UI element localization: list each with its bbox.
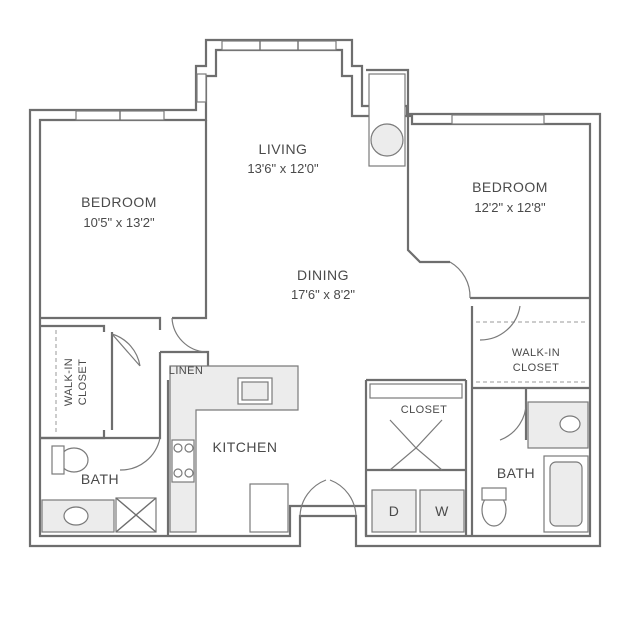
bath-right-label: BATH [497, 465, 535, 481]
walkin-right-line2: CLOSET [513, 362, 559, 374]
bedroom-right-dims: 12'2" x 12'8" [474, 200, 546, 215]
dining-dims: 17'6" x 8'2" [291, 287, 355, 302]
linen-label: LINEN [169, 365, 203, 377]
washer-label: W [435, 503, 449, 519]
bedroom-left-label: BEDROOM [81, 194, 157, 210]
living-dims: 13'6" x 12'0" [247, 161, 319, 176]
walkin-left-line1: WALK-IN [63, 358, 75, 406]
doors [111, 261, 527, 517]
bedroom-left-dims: 10'5" x 13'2" [83, 215, 155, 230]
windows [75, 40, 545, 125]
living-label: LIVING [259, 141, 308, 157]
dining-label: DINING [297, 267, 349, 283]
kitchen-label: KITCHEN [213, 439, 278, 455]
closet-label: CLOSET [401, 404, 447, 416]
fixtures [41, 73, 589, 533]
dryer-label: D [389, 503, 400, 519]
bath-left-label: BATH [81, 471, 119, 487]
bedroom-right-label: BEDROOM [472, 179, 548, 195]
labels: LIVING 13'6" x 12'0" BEDROOM 10'5" x 13'… [63, 141, 560, 519]
walkin-right-line1: WALK-IN [512, 347, 560, 359]
walkin-left-line2: CLOSET [77, 359, 89, 405]
